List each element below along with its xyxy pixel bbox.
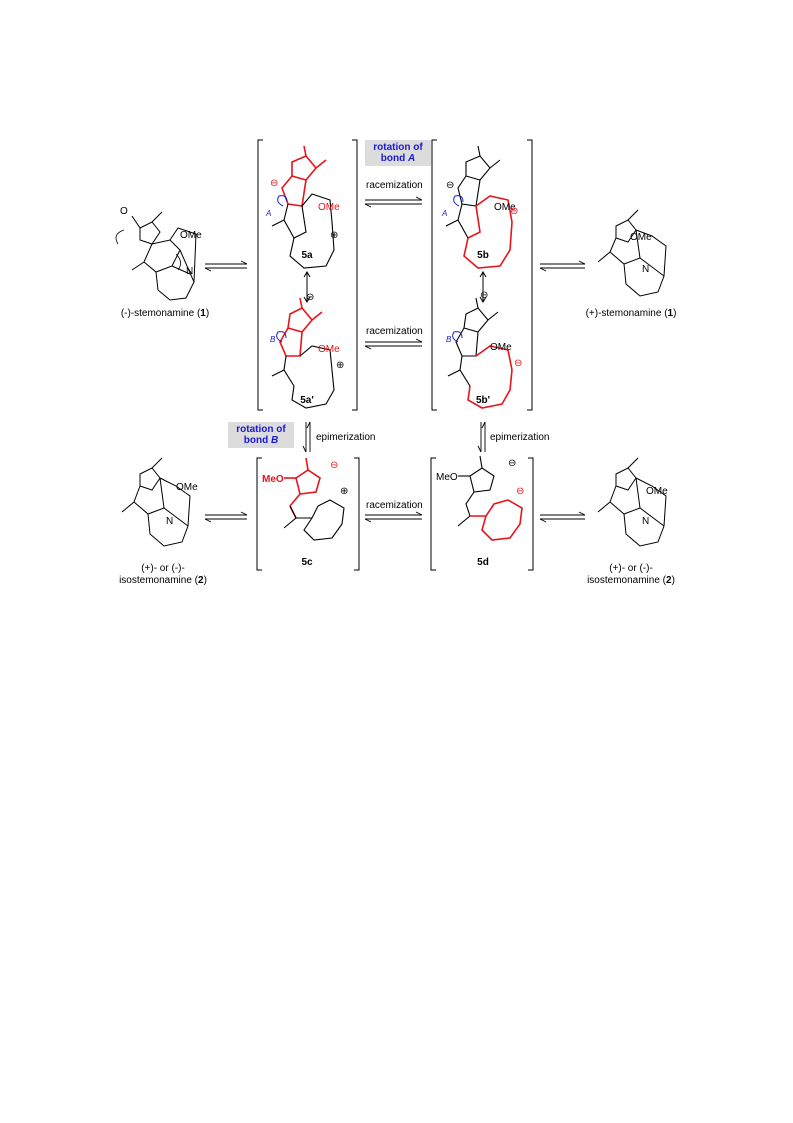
label-5c: 5c — [301, 557, 313, 568]
label-5d: 5d — [477, 557, 489, 568]
caption-isostemonamine-right: (+)- or (-)- isostemonamine (2) — [587, 563, 675, 586]
resonance-arrow-5b — [479, 271, 487, 303]
atom-n-5b: ⊖ — [510, 206, 519, 217]
structure-5c — [283, 457, 345, 541]
rotation-arrow-b-5b-prime — [452, 331, 463, 343]
bond-label-a-5b: A — [442, 209, 448, 218]
label-epimerization-right: epimerization — [490, 432, 550, 443]
atom-ome-5b: OMe — [494, 202, 516, 213]
atom-o-minus-5d: ⊖ — [508, 458, 517, 469]
bracket-5d-right — [528, 457, 534, 571]
equilibrium-arrow-5b-1 — [539, 260, 586, 272]
structure-5a — [271, 145, 335, 269]
atom-ome-2r: OMe — [646, 486, 668, 497]
rotation-bond-a-box: rotation of bond A — [365, 140, 431, 166]
equilibrium-arrow-5d-2 — [539, 511, 586, 523]
bond-label-a-5a: A — [266, 209, 272, 218]
atom-n-5d: ⊖ — [516, 486, 525, 497]
atom-n-1p: N — [642, 264, 650, 275]
atom-n-5a-prime: ⊕ — [336, 360, 345, 371]
caption-stemonamine-plus: (+)-stemonamine (1) — [585, 308, 677, 319]
bracket-5a-left — [257, 139, 263, 411]
atom-o-minus-5b: ⊖ — [446, 180, 455, 191]
atom-o-minus-5a: ⊖ — [270, 178, 279, 189]
structure-stemonamine-plus — [597, 209, 667, 297]
label-epimerization-left: epimerization — [316, 432, 376, 443]
label-5b: 5b — [477, 250, 489, 261]
label-5a-prime: 5a' — [300, 395, 314, 406]
resonance-arrow-5a — [303, 271, 311, 303]
equilibrium-arrow-5b-prime-5d — [477, 421, 486, 453]
atom-ome-1m: OMe — [180, 230, 202, 241]
structure-5a-prime — [271, 297, 335, 409]
rotation-arrow-a-5b — [453, 195, 464, 207]
bond-label-b-5b-prime: B — [446, 335, 452, 344]
structure-stemonamine-minus — [115, 211, 197, 301]
equilibrium-arrow-5a-prime-5b-prime — [364, 338, 423, 350]
atom-ome-1p: OMe — [630, 232, 652, 243]
bracket-5c-left — [256, 457, 262, 571]
atom-meo-5c: MeO — [262, 474, 284, 485]
atom-ome-5a: OMe — [318, 202, 340, 213]
atom-n-5c: ⊕ — [340, 486, 349, 497]
equilibrium-arrow-5a-prime-5c — [302, 421, 311, 453]
equilibrium-arrow-5c-5d — [364, 511, 423, 523]
structure-5b — [445, 145, 513, 269]
bracket-5d-left — [430, 457, 436, 571]
label-racemization-mid: racemization — [366, 326, 423, 337]
rotation-arrow-b-5a-prime — [276, 331, 287, 343]
atom-n-5b-prime: ⊖ — [514, 358, 523, 369]
atom-o-1m-carbonyl: O — [120, 206, 128, 217]
bracket-5c-right — [354, 457, 360, 571]
structure-isostemonamine-left — [121, 457, 191, 547]
structure-5d — [457, 455, 523, 541]
equilibrium-arrow-5a-5b — [364, 196, 423, 208]
bracket-5a-right — [352, 139, 358, 411]
atom-n-2l: N — [166, 516, 174, 527]
atom-n-2r: N — [642, 516, 650, 527]
atom-ome-5a-prime: OMe — [318, 344, 340, 355]
atom-ome-2l: OMe — [176, 482, 198, 493]
atom-n-1m: N — [186, 266, 194, 277]
atom-n-5a: ⊕ — [330, 230, 339, 241]
equilibrium-arrow-1-5a — [204, 260, 248, 272]
label-racemization-top: racemization — [366, 180, 423, 191]
structure-isostemonamine-right — [597, 457, 667, 547]
caption-stemonamine-minus: (-)-stemonamine (1) — [120, 308, 210, 319]
rotation-bond-b-box: rotation of bond B — [228, 422, 294, 448]
caption-isostemonamine-left: (+)- or (-)- isostemonamine (2) — [119, 563, 207, 586]
atom-o-minus-5b-prime: ⊖ — [480, 290, 489, 301]
atom-o-minus-5a-prime: ⊖ — [306, 292, 315, 303]
label-racemization-bottom: racemization — [366, 500, 423, 511]
label-5b-prime: 5b' — [475, 395, 491, 406]
atom-ome-5b-prime: OMe — [490, 342, 512, 353]
bracket-5b-left — [431, 139, 437, 411]
rotation-arrow-a-5a — [277, 195, 288, 207]
structure-5b-prime — [447, 297, 513, 409]
atom-o-minus-5c: ⊖ — [330, 460, 339, 471]
label-5a: 5a — [301, 250, 313, 261]
atom-meo-5d: MeO — [436, 472, 458, 483]
bond-label-b-5a-prime: B — [270, 335, 276, 344]
bracket-5b-right — [527, 139, 533, 411]
equilibrium-arrow-2-5c — [204, 511, 248, 523]
